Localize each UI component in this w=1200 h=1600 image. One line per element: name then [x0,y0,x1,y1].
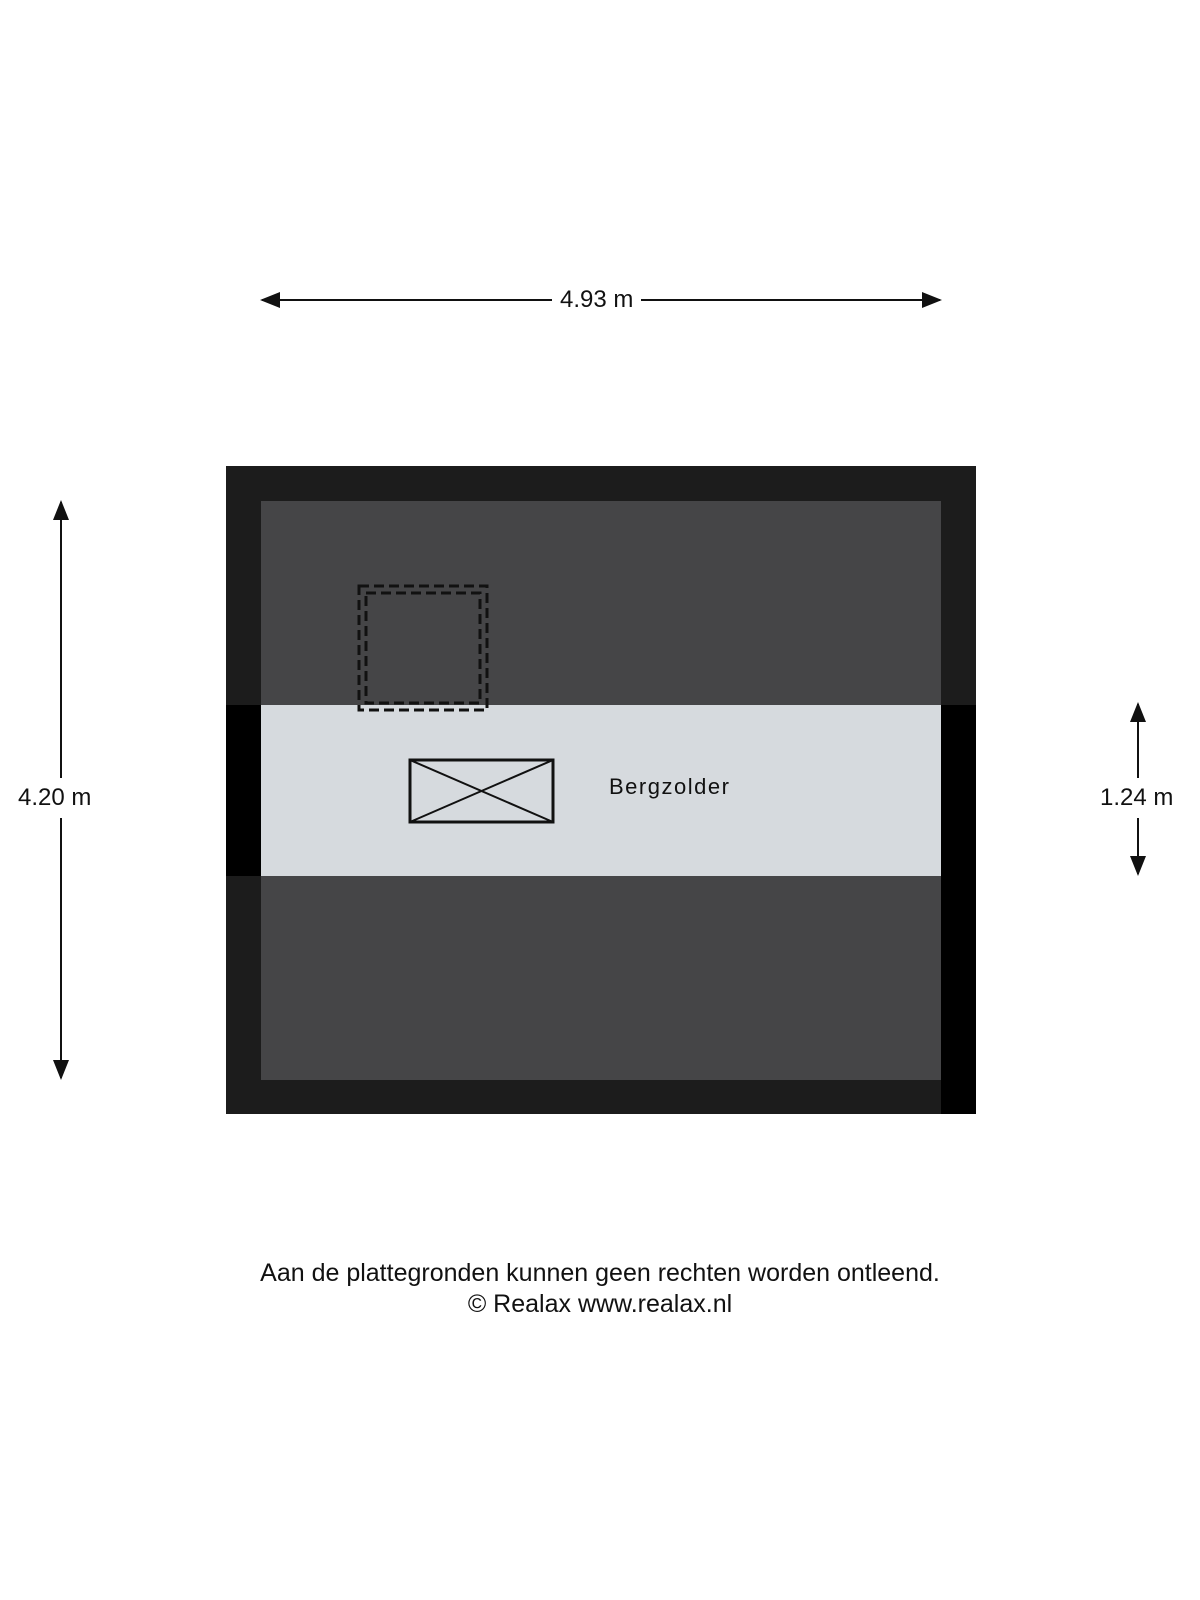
sloped-roof-top [261,501,941,705]
gable-wall-left [226,705,261,876]
sloped-roof-bottom [261,876,941,1080]
height-dimension-label: 4.20 m [18,778,92,818]
copyright-text: © Realax www.realax.nl [467,1290,733,1318]
width-dimension-label: 4.93 m [552,286,642,314]
disclaimer-text: Aan de plattegronden kunnen geen rechten… [260,1259,940,1287]
floor-strip [261,705,941,876]
loft-hatch-icon [408,758,555,824]
room-label: Bergzolder [609,774,731,799]
roof-window-dashed [357,584,489,712]
gable-wall-right [941,705,976,1114]
headroom-dimension-label: 1.24 m [1100,778,1174,818]
roof-window-dashed-inner [364,591,482,705]
